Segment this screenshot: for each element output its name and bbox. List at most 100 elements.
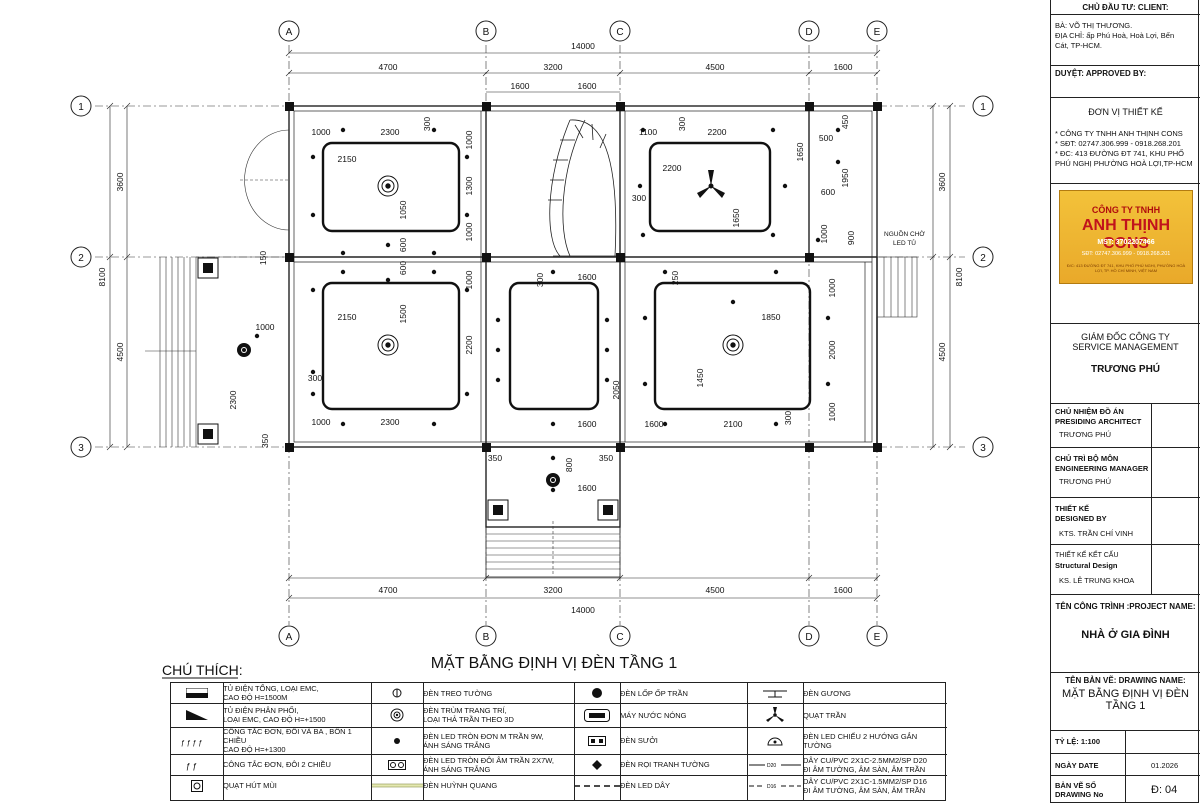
dim-r5-d: 1600 [578, 419, 597, 429]
led-double-icon [371, 754, 423, 775]
dim-top-2: 3200 [544, 62, 563, 72]
grid-label-right-3: 3 [980, 443, 986, 454]
dim-r6-g: 2100 [724, 419, 743, 429]
grid-label-left-2: 2 [78, 253, 84, 264]
grid-label-right-1: 1 [980, 102, 986, 113]
dim-top-3: 4500 [706, 62, 725, 72]
dim-bottom-2: 3200 [544, 585, 563, 595]
grid-label-right-2: 2 [980, 253, 986, 264]
grid-bubbles-bottom [278, 625, 888, 647]
dim-r3-e: 1000 [819, 224, 829, 243]
tb-scale: TỶ LỆ: 1:100 [1051, 730, 1200, 753]
ceiling-fan-icon [697, 170, 725, 198]
dim-r2-c: 300 [677, 117, 687, 131]
grid-label-bottom-e: E [874, 632, 881, 643]
dimension-lines [106, 49, 954, 602]
picture-light-icon [574, 754, 620, 775]
grid-bubbles-sides [70, 95, 994, 458]
ceiling-coves [321, 141, 812, 411]
legend-label-mirror-light: ĐÈN GƯƠNG [803, 688, 851, 698]
dim-r1-i: 600 [398, 238, 408, 252]
dim-r1-c: 300 [422, 117, 432, 131]
dim-r1-g: 1000 [464, 222, 474, 241]
dim-r6-i: 1600 [645, 419, 664, 429]
dim-r4-d: 300 [308, 373, 322, 383]
grid-label-top-e: E [874, 27, 881, 38]
legend-label-led-single: ĐÈN LED TRÒN ĐƠN M TRẦN 9W,ÁNH SÁNG TRẮN… [423, 731, 544, 750]
svg-text:D20: D20 [767, 763, 776, 769]
dim-left-2: 4500 [115, 342, 125, 361]
dim-r6-h: 300 [783, 411, 793, 425]
ceiling-fan-icon [747, 703, 803, 727]
legend-label-picture-light: ĐÈN RỌI TRANH TƯỜNG [620, 760, 710, 769]
company-logo: CÔNG TY TNHH ANH THỊNH CONS MST: 3702207… [1059, 190, 1193, 284]
dim-r6-e: 1000 [827, 402, 837, 421]
svg-text:ƒ ƒ: ƒ ƒ [186, 762, 197, 771]
chandelier-icon [371, 703, 423, 727]
tb-approved: DUYỆT: APPROVED BY: [1051, 65, 1200, 97]
tb-project: TÊN CÔNG TRÌNH :PROJECT NAME: NHÀ Ở GIA … [1051, 594, 1200, 672]
dim-left-total: 8100 [97, 267, 107, 286]
dim-r6-f: 1450 [695, 368, 705, 387]
tb-presiding-architect: CHỦ NHIỆM ĐỒ ÁN PRESIDING ARCHITECT TRƯƠ… [1051, 403, 1200, 447]
dim-r7-b: 1000 [256, 322, 275, 332]
surface-lamp-icon [237, 343, 560, 487]
dim-r8-a: 350 [488, 453, 502, 463]
legend-label-wall-spot: ĐÈN LED CHIẾU 2 HƯỚNG GẮN TƯỜNG [803, 731, 918, 750]
dim-r2-d: 2200 [663, 163, 682, 173]
grid-label-bottom-d: D [805, 632, 812, 643]
dim-bottom-4: 1600 [834, 585, 853, 595]
left-porch [145, 129, 290, 447]
legend-label-main-panel: TỦ ĐIỆN TỔNG, LOẠI EMC,CAO ĐỘ H=1500M [223, 684, 319, 702]
svg-text:ƒ ƒ ƒ ƒ: ƒ ƒ ƒ ƒ [181, 740, 203, 747]
legend-heading: CHÚ THÍCH: [162, 662, 243, 678]
mirror-light-icon [747, 683, 803, 703]
sub-panel-icon [171, 703, 223, 727]
tb-engineering-manager: CHỦ TRÌ BỘ MÔN ENGINEERING MANAGER TRƯƠN… [1051, 447, 1200, 497]
dim-top-4: 1600 [834, 62, 853, 72]
grid-label-top-a: A [286, 27, 293, 38]
tb-drawing-name: TÊN BẢN VẼ: DRAWING NAME: MẶT BẰNG ĐỊNH … [1051, 672, 1200, 730]
legend-label-water-heater: MÁY NƯỚC NÓNG [620, 710, 687, 720]
tb-structural-design: THIẾT KẾ KẾT CẤU Structural Design KS. L… [1051, 544, 1200, 594]
dim-r7-a: 150 [258, 251, 268, 265]
grid-label-bottom-c: C [616, 632, 623, 643]
dim-r7-d: 350 [260, 434, 270, 448]
tb-designed-by: THIẾT KẾ DESIGNED BY KTS. TRẦN CHÍ VINH [1051, 497, 1200, 544]
legend-label-surface-lamp: ĐÈN LỐP ỐP TRẦN [620, 688, 688, 698]
led-strip-icon [574, 775, 620, 796]
legend-label-wall-light: ĐÈN TREO TƯỜNG [423, 688, 493, 698]
grid-label-bottom-b: B [483, 632, 490, 643]
dim-r1-h: 1050 [398, 200, 408, 219]
dim-r2-b: 2200 [708, 127, 727, 137]
svg-text:D16: D16 [767, 784, 776, 790]
tb-drawing-no: BẢN VẼ SỐ DRAWING No Đ: 04 [1051, 775, 1200, 803]
tb-date: NGÀY DATE 01.2026 [1051, 753, 1200, 775]
dim-r4-g: 2300 [381, 417, 400, 427]
dim-r6-c: 1000 [827, 278, 837, 297]
columns [285, 102, 882, 452]
dim-left-1: 3600 [115, 172, 125, 191]
dim-r4-h: 1000 [312, 417, 331, 427]
legend-label-ceiling-fan: QUẠT TRẦN [803, 710, 847, 720]
downlight-icon [254, 127, 841, 493]
dim-right-2: 4500 [937, 342, 947, 361]
dim-r1-a: 1000 [312, 127, 331, 137]
water-heater-icon [574, 703, 620, 727]
dim-r8-a2: 350 [599, 453, 613, 463]
dim-r3-f: 900 [846, 231, 856, 245]
dim-r2-f: 1650 [795, 142, 805, 161]
wall-light-icon [371, 683, 423, 703]
dim-r1-e: 1000 [464, 130, 474, 149]
tb-client-header: CHỦ ĐẦU TƯ: CLIENT: [1082, 3, 1169, 12]
title-block: CHỦ ĐẦU TƯ: CLIENT: BÀ: VÕ THỊ THƯƠNG. Đ… [1050, 0, 1200, 803]
right-porch [876, 256, 918, 318]
dim-r1-f: 1300 [464, 176, 474, 195]
heater-lamp-icon [574, 727, 620, 754]
legend-label-chandelier: ĐÈN TRÙM TRANG TRÍ,LOẠI THẢ TRẦN THEO 3D [423, 706, 514, 724]
